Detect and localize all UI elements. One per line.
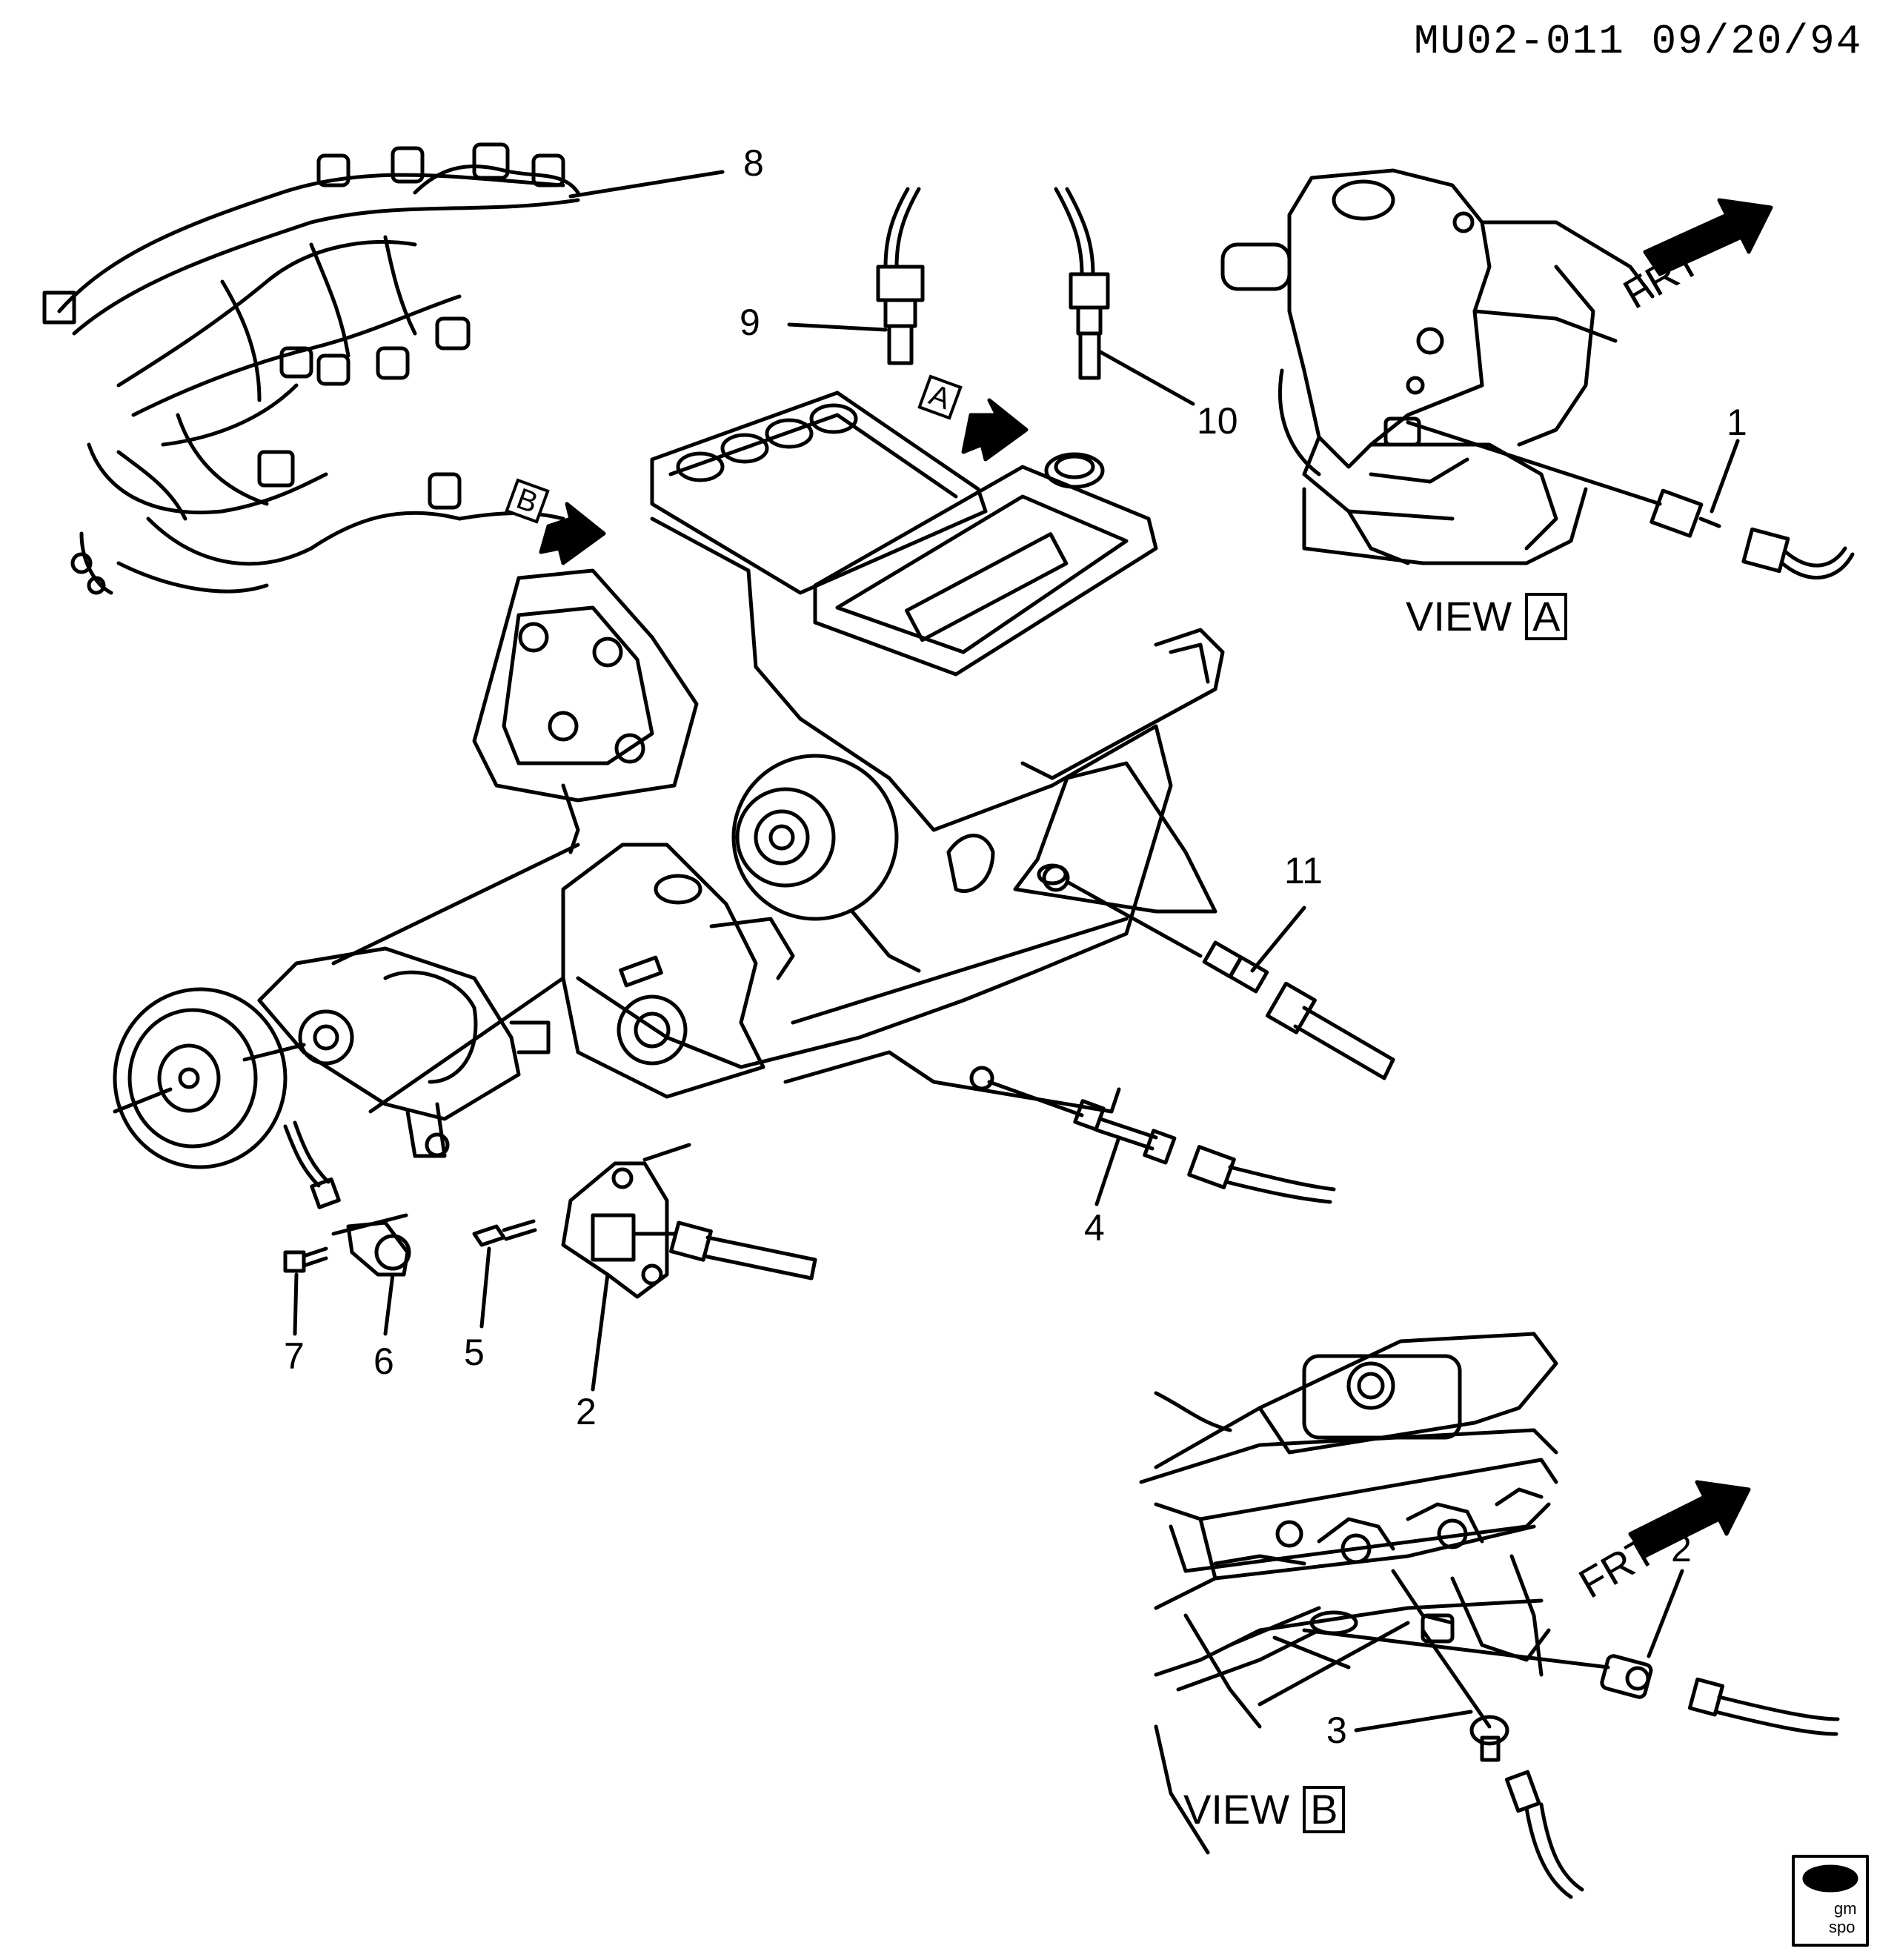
view-b-caption: VIEW B: [1183, 1786, 1346, 1833]
callout-7: 7: [284, 1335, 305, 1377]
callout-5: 5: [464, 1332, 485, 1373]
view-a-letter: A: [1525, 593, 1568, 640]
logo-spo: spo: [1829, 1918, 1856, 1936]
sensor-4: [1073, 1099, 1336, 1204]
callout-2: 2: [576, 1391, 597, 1432]
callout-1: 1: [1727, 402, 1747, 443]
leader-9: [787, 322, 888, 332]
logo-gm: gm: [1834, 1899, 1857, 1918]
arrow-a-head: [961, 398, 1029, 462]
arrow-b-head: [539, 502, 606, 565]
wiring-harness: [42, 142, 580, 595]
callout-9: 9: [740, 302, 760, 343]
sensor-11: [1202, 940, 1395, 1080]
sensor-10: [1054, 187, 1110, 380]
sensor-1: [1650, 488, 1855, 579]
leader-11: [1250, 906, 1306, 973]
view-b-word: VIEW: [1183, 1786, 1290, 1833]
leader-2-view-b: [1647, 1569, 1684, 1658]
leader-6: [383, 1272, 395, 1336]
callout-4: 4: [1084, 1207, 1105, 1249]
callout-2-view-b: 2: [1671, 1528, 1692, 1569]
leader-10: [1098, 350, 1195, 406]
sensor-5: [472, 1219, 537, 1247]
sensor-6: [283, 1120, 411, 1277]
callout-8: 8: [743, 142, 764, 184]
view-a-word: VIEW: [1406, 593, 1512, 640]
leader-1: [1710, 439, 1740, 514]
callout-6: 6: [373, 1341, 394, 1382]
leader-4: [1094, 1135, 1121, 1206]
leader-2: [591, 1272, 610, 1392]
leader-7: [293, 1272, 299, 1336]
view-b-letter: B: [1303, 1786, 1346, 1833]
leader-6a: [331, 1213, 408, 1236]
bolt-7: [283, 1246, 328, 1273]
sensor-9: [876, 187, 925, 365]
frt-arrow-a: [1643, 198, 1773, 276]
leader-8: [568, 170, 725, 199]
view-a-caption: VIEW A: [1406, 593, 1568, 640]
sensor-3: [1469, 1715, 1584, 1899]
sensor-2: [561, 1161, 817, 1299]
leader-5: [479, 1246, 491, 1329]
view-b-detail: [1139, 1332, 1610, 1855]
drawing-id: MU02-011 09/20/94: [1414, 18, 1863, 65]
leader-3: [1354, 1710, 1473, 1733]
callout-10: 10: [1197, 400, 1238, 442]
frt-arrow-b: [1628, 1480, 1751, 1558]
sensor-2-view-b: [1600, 1654, 1840, 1736]
engine-block: [113, 391, 1225, 1169]
view-a-detail: [1220, 168, 1662, 565]
leader-2a: [642, 1143, 691, 1162]
gm-spo-logo: [1792, 1855, 1869, 1947]
callout-11: 11: [1284, 850, 1323, 891]
callout-3: 3: [1326, 1710, 1347, 1751]
